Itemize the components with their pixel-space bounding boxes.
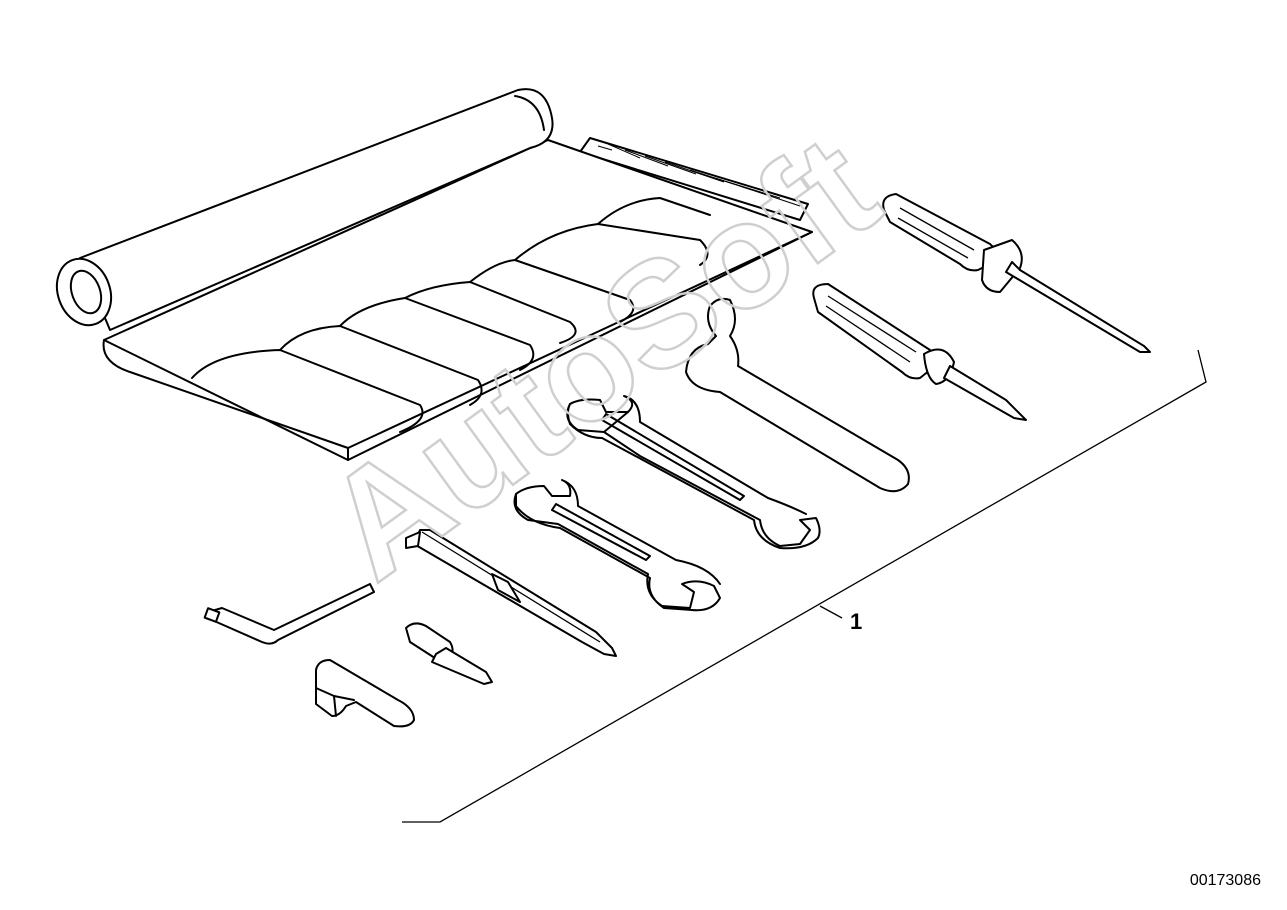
open-end-wrench-lower bbox=[513, 479, 721, 612]
ratchet-handle bbox=[315, 659, 415, 728]
screwdriver-large bbox=[882, 193, 1151, 353]
bag-strap bbox=[579, 137, 809, 221]
screwdriver-small bbox=[812, 283, 1027, 421]
kit-outline bbox=[402, 349, 1207, 823]
bag-roll bbox=[55, 88, 554, 331]
screwdriver-blade bbox=[405, 529, 617, 657]
drawing-number: 00173086 bbox=[1189, 872, 1261, 889]
hex-key bbox=[203, 583, 375, 645]
open-end-wrench-upper bbox=[566, 395, 821, 550]
tool-roll-bag bbox=[55, 88, 813, 461]
hook-spanner bbox=[685, 297, 910, 493]
callout-number: 1 bbox=[850, 609, 863, 634]
socket-bit bbox=[405, 622, 493, 685]
bag-pockets bbox=[191, 197, 711, 433]
